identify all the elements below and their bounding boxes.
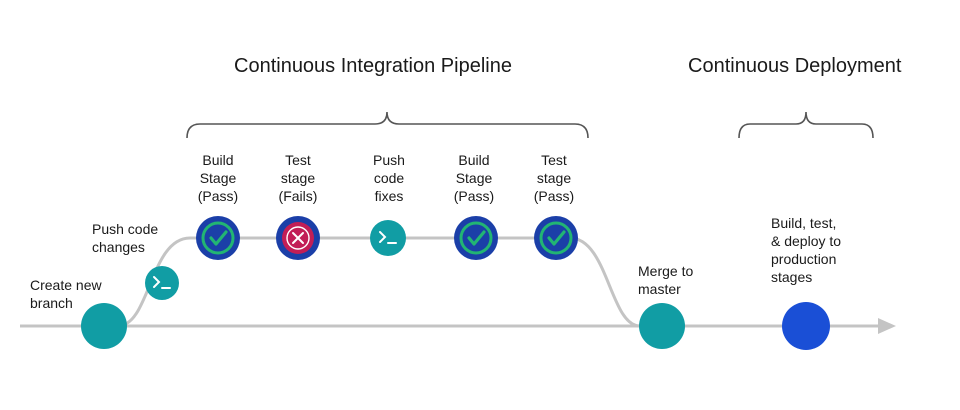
create-branch-label: Create new branch bbox=[30, 277, 102, 311]
ci-bracket bbox=[186, 111, 589, 139]
build-pass-label-1: Build Stage (Pass) bbox=[197, 152, 239, 204]
test-fail-label: Test stage (Fails) bbox=[278, 152, 318, 204]
check-icon bbox=[547, 230, 566, 246]
push-fixes-label: Push code fixes bbox=[373, 152, 405, 204]
check-icon bbox=[467, 230, 486, 246]
push-changes-label: Push code changes bbox=[92, 221, 159, 255]
test-pass-label: Test stage (Pass) bbox=[533, 152, 575, 204]
merge-node bbox=[639, 303, 685, 349]
push-changes-node bbox=[145, 266, 179, 300]
build-pass-label-2: Build Stage (Pass) bbox=[453, 152, 495, 204]
push-fixes-node bbox=[370, 220, 406, 256]
terminal-icon bbox=[379, 231, 397, 244]
create-branch-node bbox=[81, 303, 127, 349]
build-pass-node-1 bbox=[196, 216, 240, 260]
merge-label: Merge to master bbox=[638, 263, 694, 297]
ci-heading: Continuous Integration Pipeline bbox=[234, 55, 512, 77]
check-icon bbox=[209, 230, 228, 246]
test-fail-node bbox=[276, 216, 320, 260]
x-icon bbox=[292, 232, 304, 244]
test-pass-node bbox=[534, 216, 578, 260]
arrow-head bbox=[878, 318, 896, 334]
deploy-label: Build, test, & deploy to production stag… bbox=[771, 215, 842, 285]
cd-bracket bbox=[738, 111, 874, 139]
deploy-node bbox=[782, 302, 830, 350]
build-pass-node-2 bbox=[454, 216, 498, 260]
cd-heading: Continuous Deployment bbox=[688, 55, 902, 77]
terminal-icon bbox=[153, 276, 171, 289]
